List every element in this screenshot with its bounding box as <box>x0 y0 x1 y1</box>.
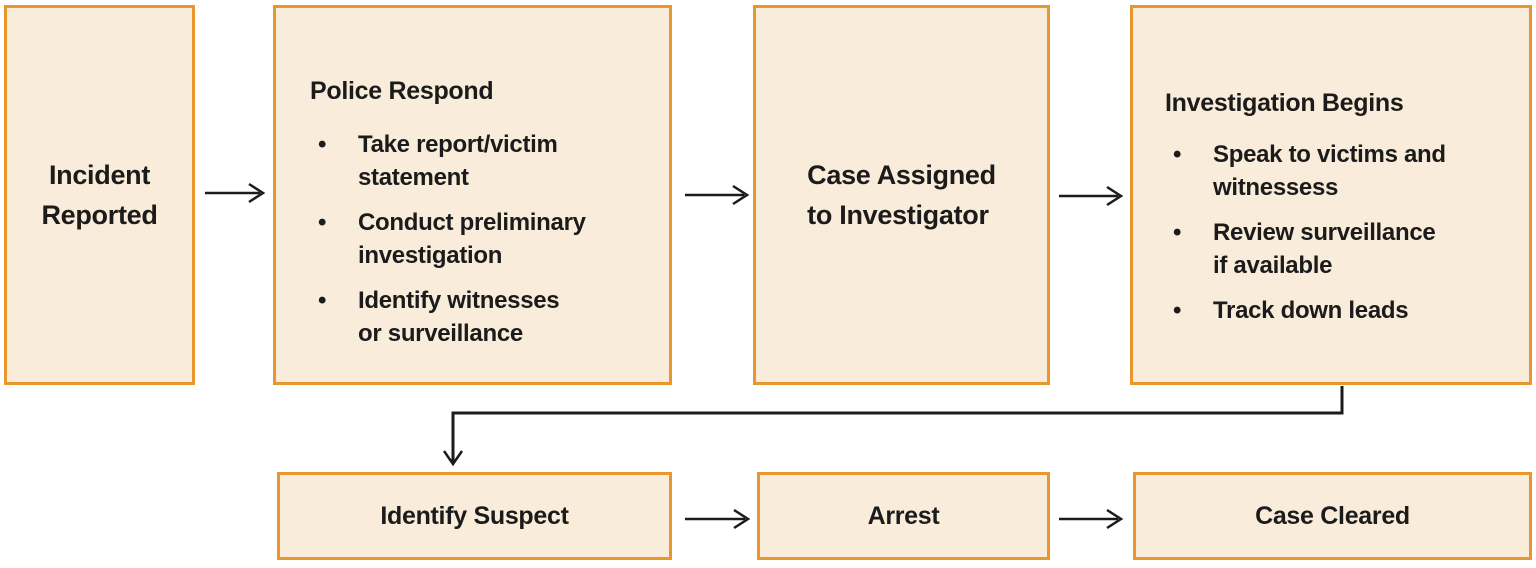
node-title: Police Respond <box>310 77 494 105</box>
bullet-text: Speak to victims and witnessess <box>1213 141 1446 201</box>
bullet-item: • Identify witnesses or surveillance <box>310 284 661 350</box>
node-title: Investigation Begins <box>1165 89 1404 117</box>
node-arrest: Arrest <box>757 472 1050 560</box>
arrow-suspect-to-arrest <box>685 508 751 530</box>
node-label: Identify Suspect <box>380 502 569 530</box>
bullet-item: • Speak to victims and witnessess <box>1165 138 1521 204</box>
bullet-text: Take report/victim statement <box>358 131 558 191</box>
bullet-item: • Track down leads <box>1165 294 1521 327</box>
node-investigation-begins: Investigation Begins • Speak to victims … <box>1130 5 1532 385</box>
node-identify-suspect: Identify Suspect <box>277 472 672 560</box>
node-case-assigned-to-investigator: Case Assigned to Investigator <box>753 5 1050 385</box>
arrow-police-to-assigned <box>685 184 750 206</box>
bullet-icon: • <box>318 131 327 158</box>
arrow-assigned-to-investigation <box>1059 185 1124 207</box>
bullet-icon: • <box>1173 297 1182 324</box>
bullet-text: Review surveillance if available <box>1213 219 1436 279</box>
bullet-icon: • <box>318 209 327 236</box>
bullet-icon: • <box>318 287 327 314</box>
arrow-arrest-to-cleared <box>1059 508 1124 530</box>
node-police-respond: Police Respond • Take report/victim stat… <box>273 5 672 385</box>
node-label: Incident Reported <box>41 160 158 230</box>
bullet-icon: • <box>1173 141 1182 168</box>
connector-investigation-to-suspect <box>442 386 1344 467</box>
bullet-text: Track down leads <box>1213 297 1409 324</box>
node-case-cleared: Case Cleared <box>1133 472 1532 560</box>
bullet-text: Identify witnesses or surveillance <box>358 287 560 347</box>
node-label: Arrest <box>867 502 940 530</box>
bullet-text: Conduct preliminary investigation <box>358 209 586 269</box>
bullet-item: • Review surveillance if available <box>1165 216 1521 282</box>
node-label: Case Assigned to Investigator <box>807 160 996 230</box>
bullet-item: • Conduct preliminary investigation <box>310 206 661 272</box>
bullet-icon: • <box>1173 219 1182 246</box>
node-incident-reported: Incident Reported <box>4 5 195 385</box>
arrow-incident-to-police <box>205 182 266 204</box>
bullet-item: • Take report/victim statement <box>310 128 661 194</box>
node-label: Case Cleared <box>1255 502 1410 530</box>
